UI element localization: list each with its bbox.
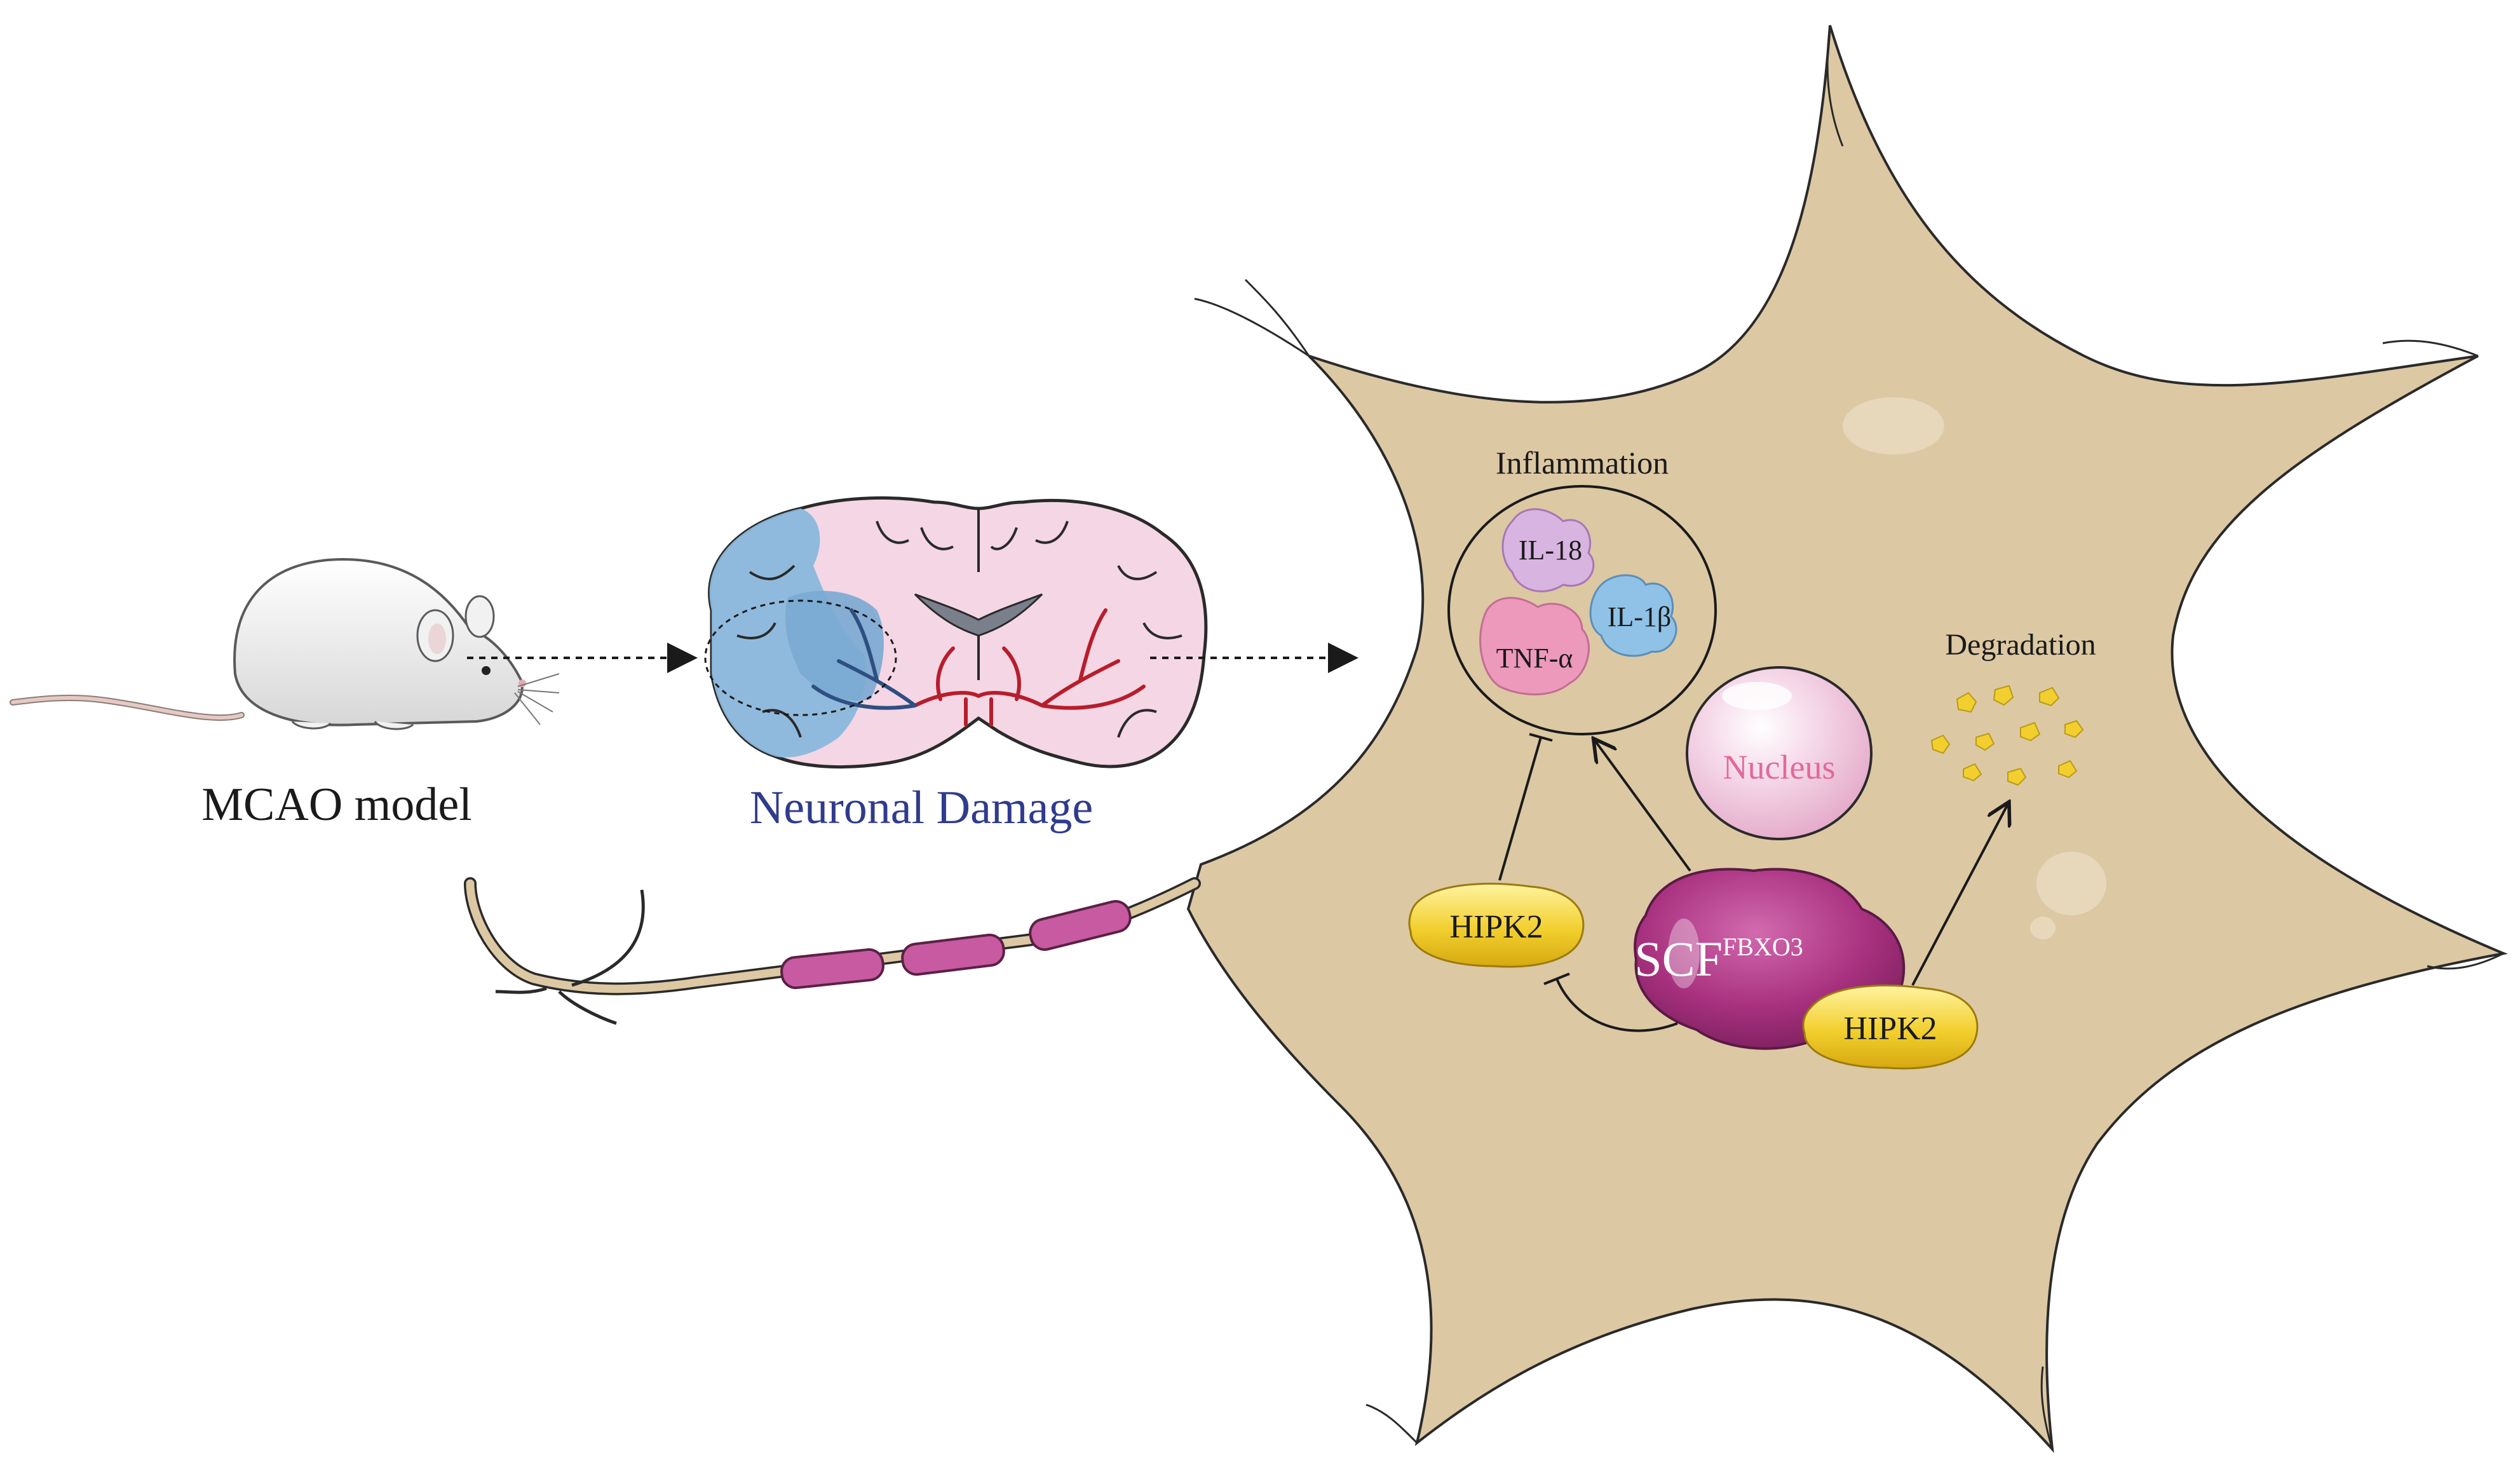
dendrite-tip: [2427, 952, 2504, 970]
mouse-ear: [464, 595, 495, 638]
brain-section: [704, 496, 1208, 769]
cytokine-cluster-outline: [1447, 485, 1717, 735]
inhibition-bar: [1543, 972, 1570, 985]
il18-protein: [1501, 508, 1595, 592]
mouse-whiskers: [514, 673, 560, 725]
hipk2-bound: [1802, 984, 1979, 1070]
brain-ventricle: [914, 593, 1043, 637]
tnfa-label: TNF-α: [1496, 643, 1573, 674]
mouse-paw: [374, 720, 414, 730]
ischemic-vessels: [811, 608, 917, 710]
inflammation-label: Inflammation: [1496, 445, 1669, 481]
mouse-paw: [291, 720, 332, 730]
hipk2-free-label: HIPK2: [1449, 909, 1543, 945]
dendrite-tip: [2040, 1366, 2054, 1450]
hipk2-free: [1408, 882, 1585, 968]
fragment: [2064, 720, 2084, 739]
inhibition-bar: [1529, 733, 1553, 742]
fragment: [1993, 685, 2014, 706]
scf-inhibits-hipk2: [1555, 978, 1678, 1032]
scf-highlight: [1668, 918, 1700, 988]
hipk2-to-degradation: [1911, 804, 2008, 986]
axon-terminal: [495, 986, 547, 994]
fragment: [2020, 721, 2041, 742]
fragment: [1975, 732, 1995, 751]
mca-vessels: [913, 608, 1146, 727]
myelin-segment: [1029, 900, 1132, 951]
axon: [464, 877, 1201, 1025]
axon-terminal: [558, 990, 617, 1025]
cytoplasm-highlight: [1843, 397, 1944, 454]
neuronal-damage-label: Neuronal Damage: [750, 782, 1093, 834]
il1b-label: IL-1β: [1608, 601, 1672, 632]
mouse-tail: [10, 694, 245, 721]
scf-main: SCF: [1634, 931, 1723, 986]
tnfa-protein: [1479, 597, 1590, 695]
fragment: [2039, 686, 2060, 707]
lesion-focus-outline: [704, 599, 897, 716]
fragment: [2058, 760, 2078, 779]
nucleus-highlight: [1722, 682, 1792, 710]
cytoplasm-highlight: [2030, 917, 2056, 939]
fragment: [2007, 767, 2027, 786]
nucleus-label: Nucleus: [1723, 748, 1836, 786]
dendrite-tip: [1365, 1403, 1418, 1444]
dendrite-tip: [1194, 297, 1310, 357]
il18-label: IL-18: [1519, 535, 1582, 566]
degradation-label: Degradation: [1945, 628, 2096, 662]
degraded-fragments: [1930, 685, 2084, 786]
fragment: [1956, 692, 1977, 713]
cytoplasm-highlight: [2036, 852, 2106, 915]
fragment: [1930, 734, 1951, 754]
mouse-tail-fill: [11, 695, 243, 720]
scf-label: SCFFBXO3: [1634, 931, 1803, 986]
hipk2-bound-label: HIPK2: [1843, 1011, 1937, 1047]
scf-superscript: FBXO3: [1723, 932, 1803, 961]
mouse-body: [233, 557, 524, 727]
mcao-model-label: MCAO model: [201, 779, 472, 831]
myelin-segment: [901, 933, 1005, 976]
nucleus: [1686, 666, 1873, 840]
dendrite-tip: [1244, 278, 1310, 357]
axon-terminal: [571, 889, 645, 987]
scf-promotes-inflammation: [1595, 740, 1691, 872]
il1b-protein: [1589, 574, 1677, 657]
mouse-eye: [482, 666, 491, 675]
mouse-illustration: [10, 557, 560, 730]
mouse-ear-inner: [428, 624, 446, 654]
dendrite-tip: [1826, 25, 1844, 147]
myelin-segment: [780, 948, 884, 990]
dendrite-tip: [2382, 339, 2479, 357]
hipk2-inhibits-inflammation: [1498, 737, 1542, 881]
fragment: [1963, 763, 1982, 782]
